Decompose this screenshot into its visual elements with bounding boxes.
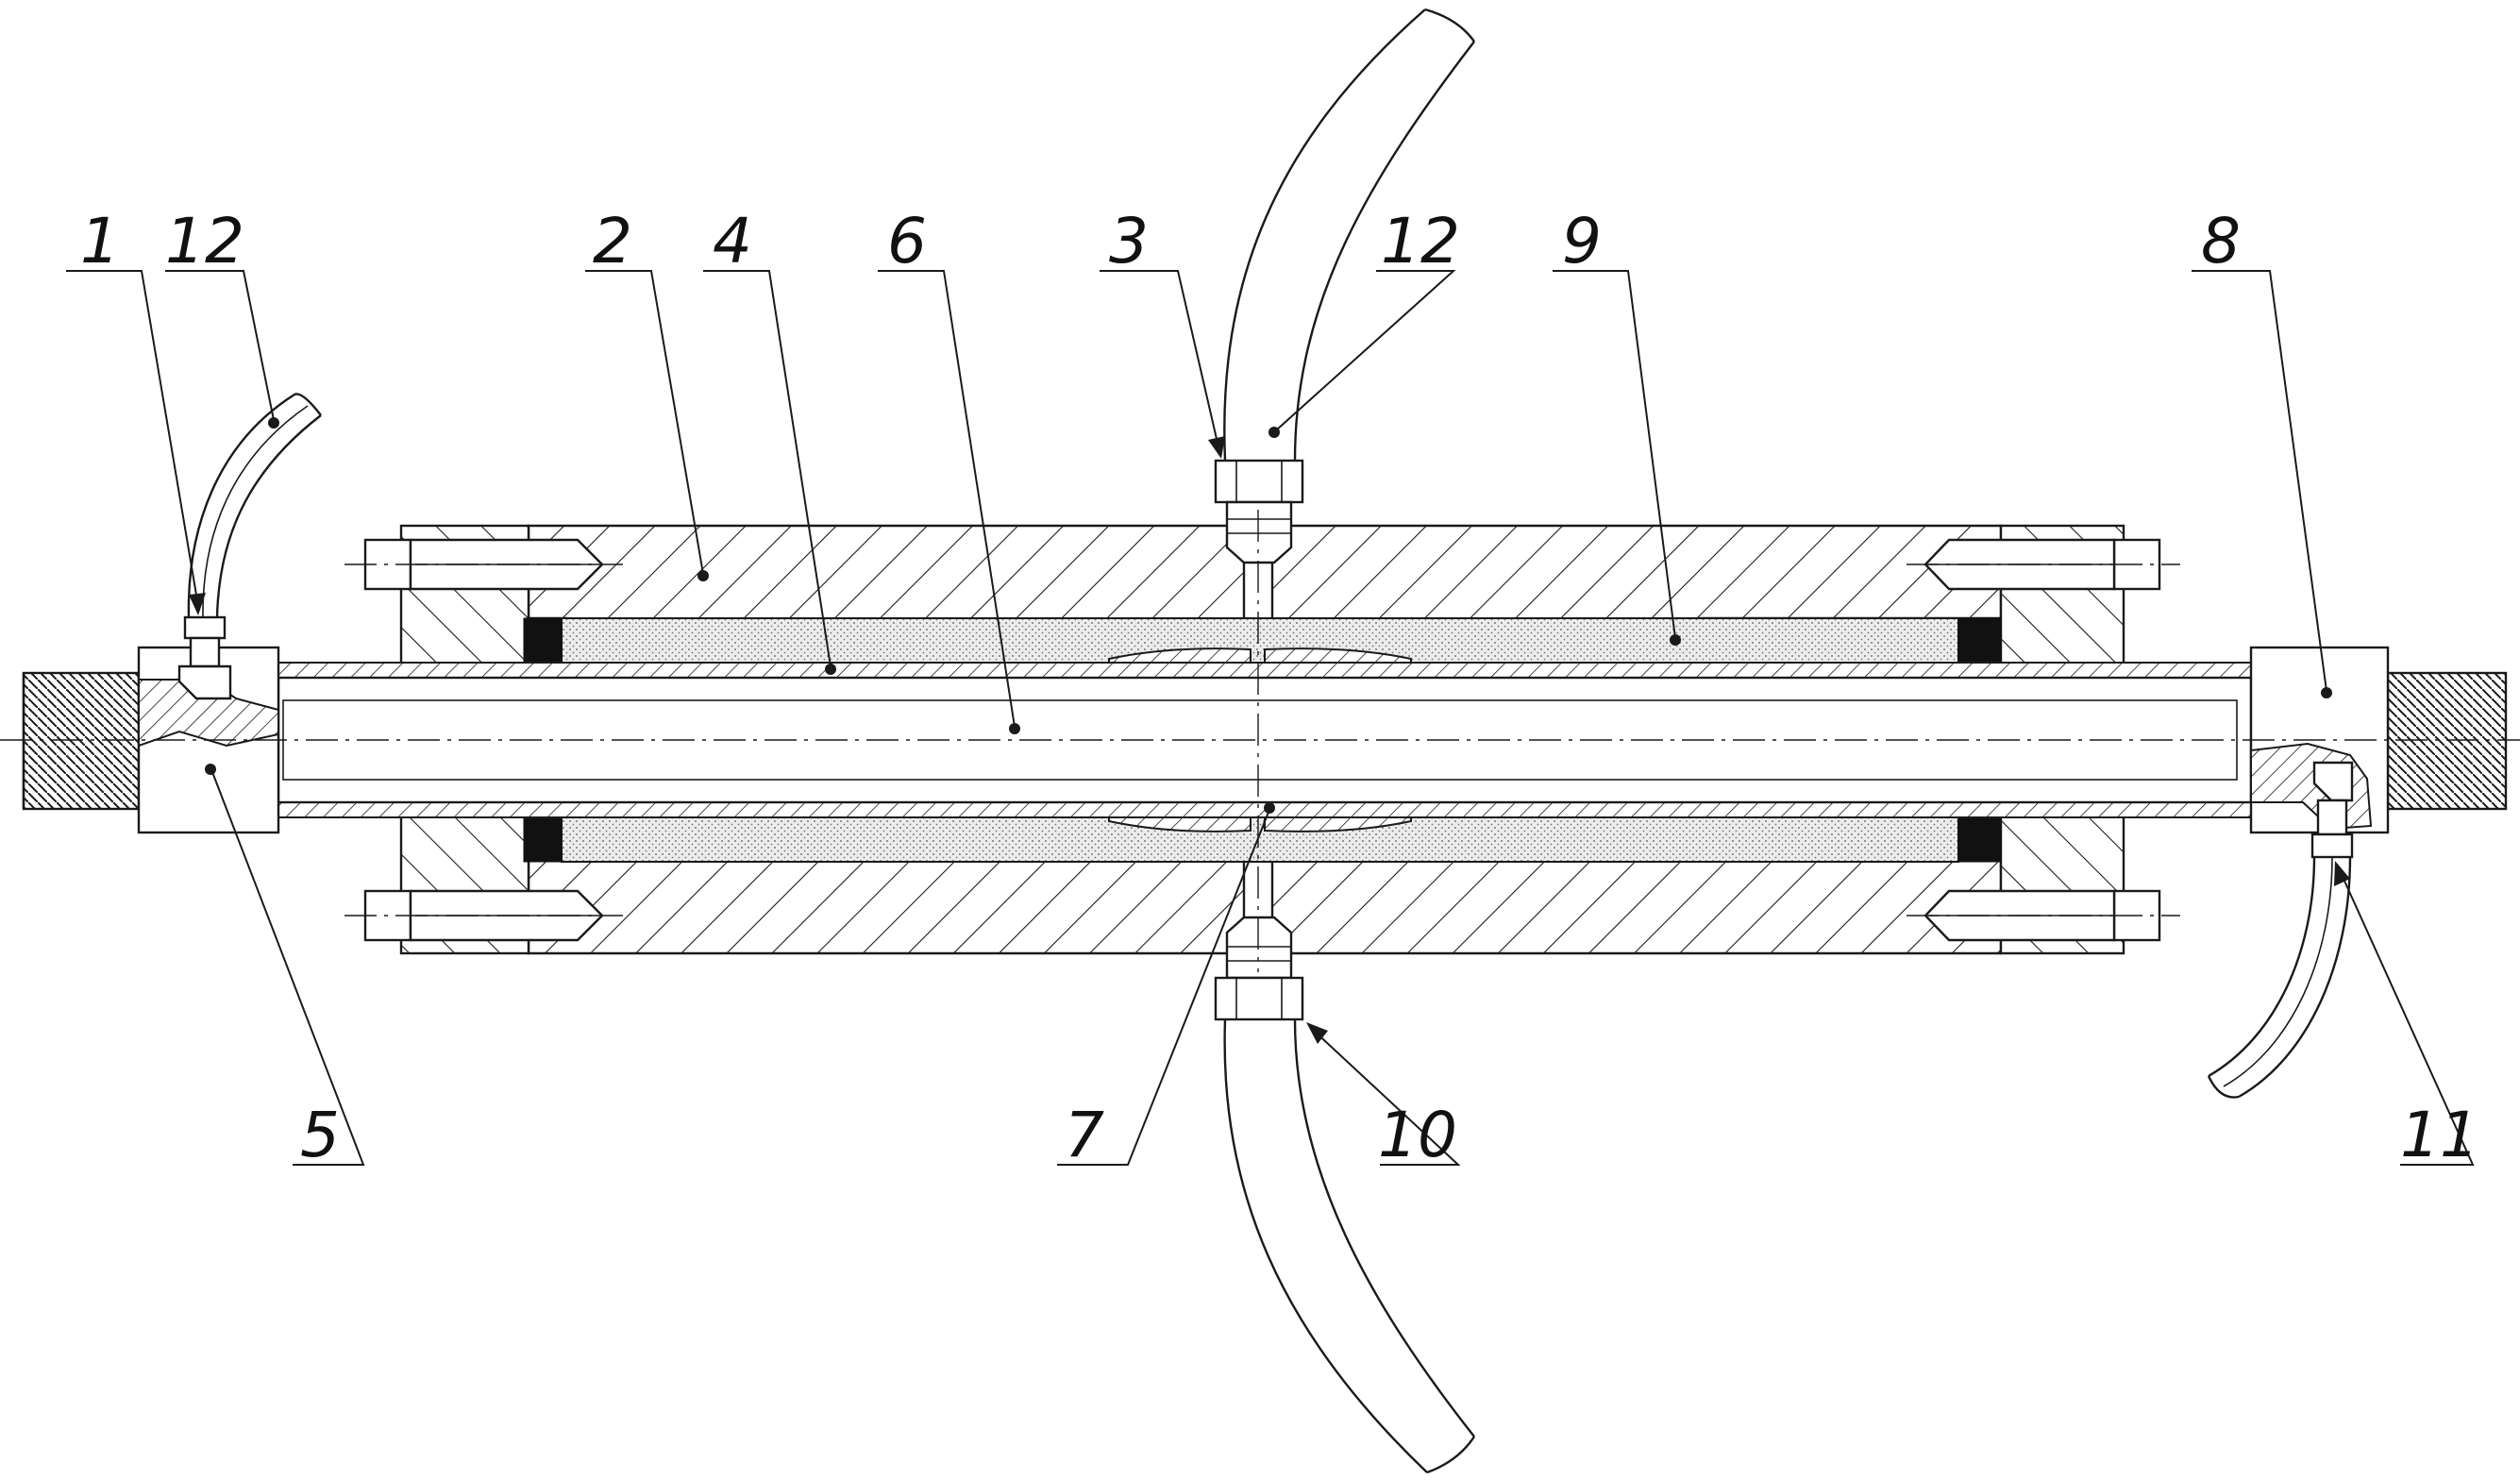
callout-10: 10	[1378, 1099, 1457, 1171]
center-lines	[0, 510, 2520, 972]
callout-11: 11	[2400, 1099, 2479, 1171]
callout-3: 3	[1109, 205, 1149, 278]
callout-6: 6	[887, 205, 927, 278]
left-hose	[187, 393, 322, 618]
right-hose	[2207, 856, 2352, 1099]
top-fitting	[1214, 459, 1304, 564]
callout-4: 4	[713, 205, 752, 278]
left-fitting	[177, 615, 232, 700]
callout-12-top: 12	[1381, 205, 1460, 278]
callout-1: 1	[80, 205, 120, 278]
right-fitting	[2310, 761, 2354, 859]
callout-9: 9	[1562, 205, 1602, 278]
bolt-axes	[344, 563, 2180, 917]
callout-2: 2	[593, 205, 632, 278]
callout-5: 5	[300, 1099, 340, 1171]
seal-rings	[523, 617, 2002, 863]
top-hose	[1223, 8, 1475, 462]
callout-12-left: 12	[165, 205, 244, 278]
callout-8: 8	[2201, 205, 2241, 278]
callout-7: 7	[1065, 1099, 1104, 1171]
weld-zone	[1108, 648, 1412, 832]
bottom-hose	[1223, 1018, 1476, 1474]
bottom-fitting	[1214, 916, 1304, 1021]
leader-lines	[66, 270, 2475, 1166]
callout-labels: 1 12 2 4 6 3 12 9 8 5 7 10 11	[80, 205, 2479, 1171]
